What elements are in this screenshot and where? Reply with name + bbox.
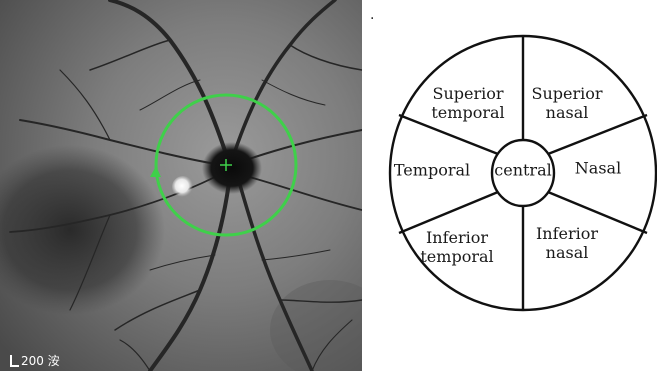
label-superior-nasal-line1: Superior: [531, 84, 602, 103]
fundus-image-panel: 200 洝: [0, 0, 362, 371]
label-temporal: Temporal: [394, 161, 470, 180]
fundus-image: [0, 0, 362, 371]
bright-spot: [172, 176, 194, 198]
scale-bar-corner-icon: [10, 355, 19, 367]
label-inferior-nasal: Inferior nasal: [536, 224, 598, 262]
optic-disc: [202, 142, 262, 194]
divider-lower-left: [399, 192, 498, 233]
top-mark: .: [370, 8, 374, 22]
label-inferior-temporal: Inferior temporal: [420, 228, 493, 266]
label-superior-temporal-line1: Superior: [431, 84, 504, 103]
label-inferior-nasal-line1: Inferior: [536, 224, 598, 243]
label-central: central: [494, 161, 551, 180]
label-superior-nasal: Superior nasal: [531, 84, 602, 122]
label-inferior-nasal-line2: nasal: [536, 243, 598, 262]
label-inferior-temporal-line2: temporal: [420, 247, 493, 266]
sector-diagram: Superior temporal Superior nasal Tempora…: [385, 34, 657, 316]
label-nasal: Nasal: [575, 159, 621, 178]
scale-label: 200 洝: [21, 354, 60, 368]
label-superior-temporal: Superior temporal: [431, 84, 504, 122]
label-superior-nasal-line2: nasal: [531, 103, 602, 122]
label-inferior-temporal-line1: Inferior: [420, 228, 493, 247]
scale-bar: 200 洝: [10, 346, 60, 368]
label-superior-temporal-line2: temporal: [431, 103, 504, 122]
